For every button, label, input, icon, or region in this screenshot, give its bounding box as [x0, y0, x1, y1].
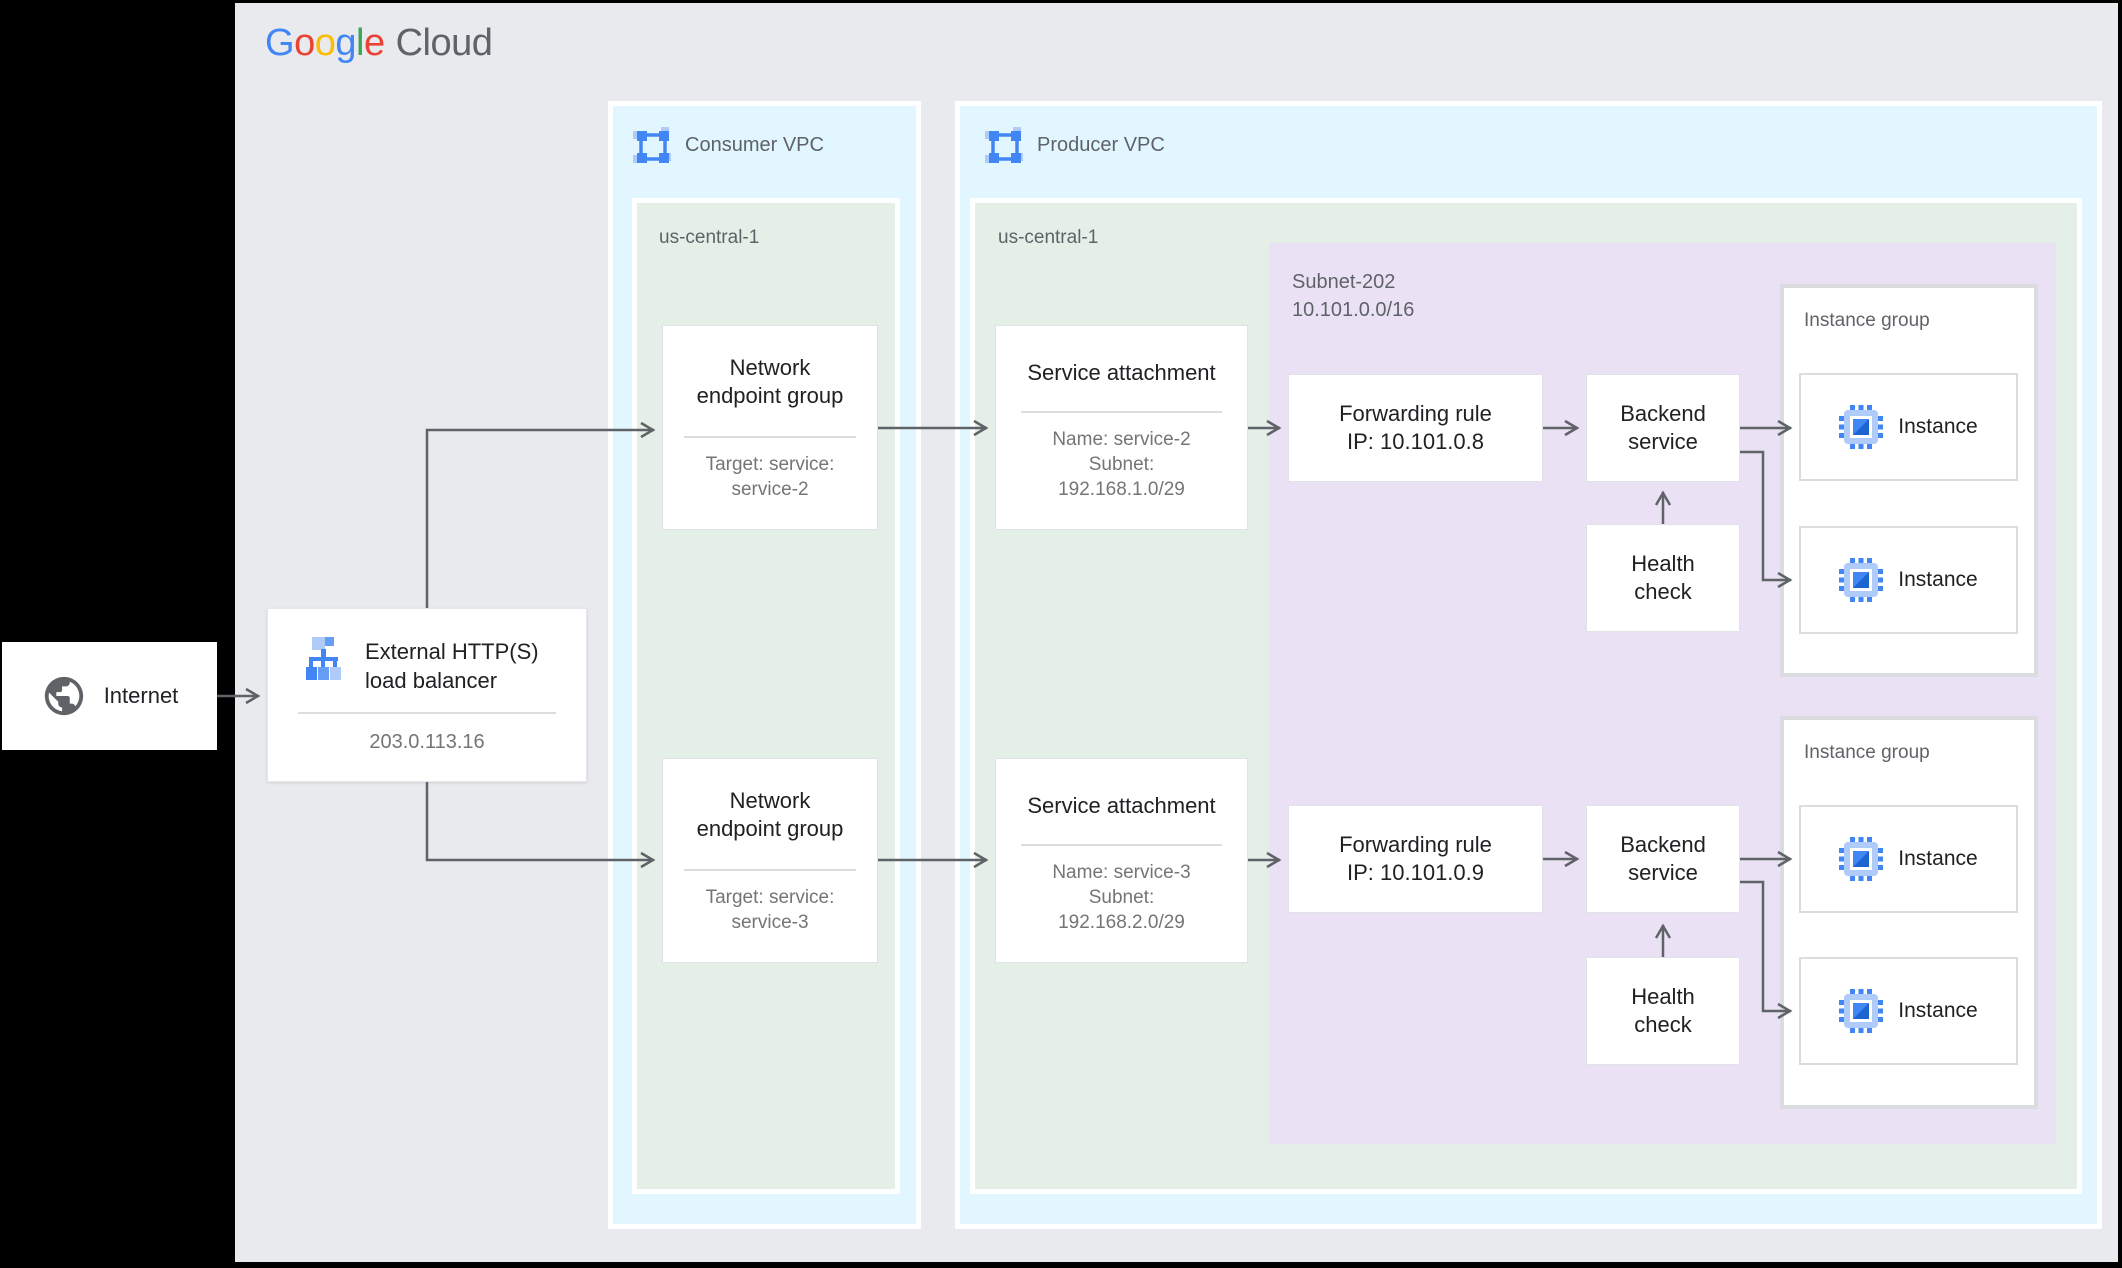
load-balancer-icon — [306, 637, 341, 680]
logo-letter: l — [355, 22, 364, 64]
logo-letter: o — [314, 22, 336, 64]
instance-label: Instance — [1898, 999, 1978, 1022]
divider — [298, 712, 556, 714]
bs-line1: Backend — [1620, 832, 1706, 857]
instance-group-label: Instance group — [1804, 310, 1930, 331]
load-balancer-node: External HTTP(S) load balancer 203.0.113… — [267, 608, 587, 782]
node-title: Service attachment — [1027, 793, 1216, 818]
node-title: Forwarding rule IP: 10.101.0.8 — [1339, 400, 1492, 456]
sa-name: Name: service-2 — [1052, 429, 1191, 450]
load-balancer-ip: 203.0.113.16 — [369, 731, 485, 753]
instance-icon — [1839, 558, 1884, 602]
instance-node: Instance — [1799, 805, 2018, 913]
backend-service-node: Backend service — [1586, 805, 1740, 913]
divider — [1021, 844, 1222, 846]
service-attachment-node: Service attachment Name: service-3 Subne… — [995, 758, 1248, 963]
lb-title-line2: load balancer — [365, 668, 498, 693]
logo-cloud-word: Cloud — [395, 22, 493, 64]
hc-line1: Health — [1631, 984, 1695, 1009]
logo-letter: G — [265, 22, 295, 64]
service-attachment-node: Service attachment Name: service-2 Subne… — [995, 325, 1248, 530]
forwarding-rule-node: Forwarding rule IP: 10.101.0.9 — [1288, 805, 1543, 913]
logo-letter: g — [335, 22, 356, 64]
neg-target-line1: Target: service: — [705, 453, 835, 475]
consumer-vpc-label: Consumer VPC — [685, 134, 824, 156]
sa-subnet-cidr: 192.168.1.0/29 — [1058, 479, 1185, 500]
neg-target: Target: service: service-3 — [706, 885, 835, 935]
instance-icon — [1839, 405, 1884, 449]
neg-title-line2: endpoint group — [696, 382, 844, 408]
instance-group-box: Instance group Instance Instance — [1780, 284, 2038, 677]
hc-line1: Health — [1631, 551, 1695, 576]
backend-service-node: Backend service — [1586, 374, 1740, 482]
neg-target-line1: Target: service: — [705, 886, 835, 908]
subnet-cidr: 10.101.0.0/16 — [1292, 299, 1415, 321]
divider — [684, 868, 856, 871]
logo-letter: o — [294, 22, 315, 64]
instance-icon — [1839, 837, 1884, 881]
instance-label: Instance — [1898, 847, 1978, 870]
producer-vpc-label: Producer VPC — [1037, 134, 1165, 156]
neg-target-line2: service-3 — [731, 911, 809, 933]
service-attachment-details: Name: service-3 Subnet: 192.168.2.0/29 — [1052, 860, 1190, 935]
producer-region-label: us-central-1 — [998, 227, 1099, 248]
subnet-name: Subnet-202 — [1292, 271, 1396, 293]
sa-name: Name: service-3 — [1052, 862, 1191, 883]
instance-label: Instance — [1898, 568, 1978, 591]
node-title: Health check — [1631, 983, 1695, 1039]
neg-target-line2: service-2 — [731, 478, 809, 500]
instance-label: Instance — [1898, 415, 1978, 438]
node-title: Forwarding rule IP: 10.101.0.9 — [1339, 831, 1492, 887]
sa-subnet-cidr: 192.168.2.0/29 — [1058, 912, 1185, 933]
bs-line2: service — [1628, 429, 1698, 454]
instance-group-label: Instance group — [1804, 742, 1930, 763]
bs-line2: service — [1628, 860, 1698, 885]
neg-title-line1: Network — [729, 354, 811, 380]
vpc-icon — [985, 127, 1023, 165]
fr-line2: IP: 10.101.0.9 — [1347, 860, 1484, 885]
service-attachment-details: Name: service-2 Subnet: 192.168.1.0/29 — [1052, 427, 1190, 502]
logo-letter: e — [363, 22, 385, 64]
network-endpoint-group-node: Network endpoint group Target: service: … — [662, 758, 878, 963]
neg-target: Target: service: service-2 — [706, 452, 835, 502]
hc-line2: check — [1634, 579, 1692, 604]
neg-title-line2: endpoint group — [696, 815, 844, 841]
vpc-icon — [633, 127, 671, 165]
sa-subnet-label: Subnet: — [1088, 454, 1155, 475]
node-title: Health check — [1631, 550, 1695, 606]
hc-line2: check — [1634, 1012, 1692, 1037]
divider — [1021, 411, 1222, 413]
node-title: Service attachment — [1027, 360, 1216, 385]
subnet-label: Subnet-202 10.101.0.0/16 — [1292, 268, 1414, 324]
neg-title-line1: Network — [729, 787, 811, 813]
lb-title-line1: External HTTP(S) — [365, 639, 539, 664]
load-balancer-title: External HTTP(S) load balancer — [365, 637, 539, 695]
node-title: Backend service — [1620, 831, 1706, 887]
instance-node: Instance — [1799, 957, 2018, 1065]
internet-label: Internet — [103, 683, 179, 708]
health-check-node: Health check — [1586, 957, 1740, 1065]
forwarding-rule-node: Forwarding rule IP: 10.101.0.8 — [1288, 374, 1543, 482]
health-check-node: Health check — [1586, 524, 1740, 632]
internet-node: Internet — [2, 642, 217, 750]
load-balancer-header: External HTTP(S) load balancer — [268, 609, 586, 695]
instance-icon — [1839, 989, 1884, 1033]
consumer-region-label: us-central-1 — [659, 227, 760, 248]
fr-line1: Forwarding rule — [1339, 401, 1492, 426]
instance-node: Instance — [1799, 526, 2018, 634]
sa-subnet-label: Subnet: — [1088, 887, 1155, 908]
node-title: Network endpoint group — [697, 354, 844, 410]
node-title: Network endpoint group — [697, 787, 844, 843]
fr-line2: IP: 10.101.0.8 — [1347, 429, 1484, 454]
node-title: Backend service — [1620, 400, 1706, 456]
divider — [684, 435, 856, 438]
globe-icon — [44, 676, 83, 716]
instance-node: Instance — [1799, 373, 2018, 481]
fr-line1: Forwarding rule — [1339, 832, 1492, 857]
bs-line1: Backend — [1620, 401, 1706, 426]
instance-group-box: Instance group Instance Instance — [1780, 716, 2038, 1109]
network-endpoint-group-node: Network endpoint group Target: service: … — [662, 325, 878, 530]
